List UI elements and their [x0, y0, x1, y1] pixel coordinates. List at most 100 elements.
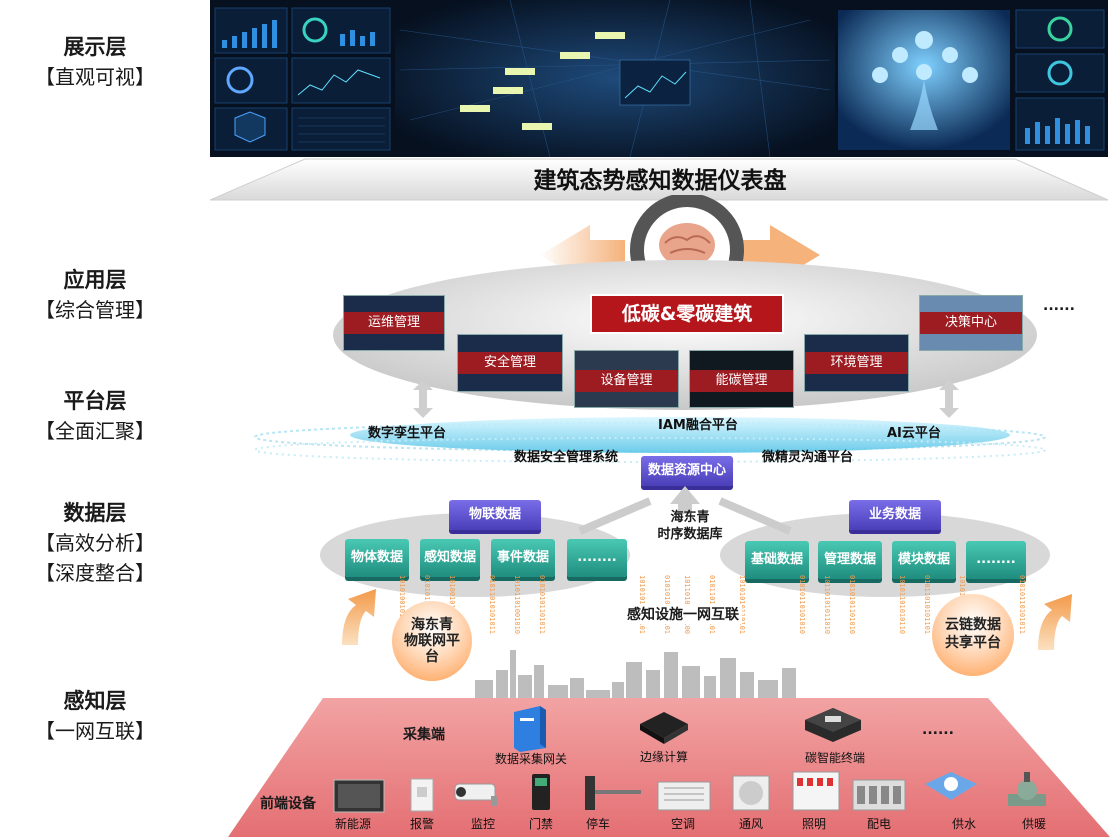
iot-platform-line1: 海东青: [411, 617, 453, 633]
front-label-7: 照明: [801, 817, 826, 831]
front-label-0: 新能源: [334, 817, 371, 831]
carbon-terminal-label: 碳智能终端: [804, 751, 865, 765]
svg-text:01010110101011: 01010110101011: [1018, 575, 1026, 634]
data-module: 模块数据: [892, 541, 956, 579]
business-data-group: 业务数据: [849, 500, 941, 530]
data-more-left: ........: [567, 539, 627, 577]
layer-desc: 【直观可视】: [35, 65, 155, 89]
layer-desc: 【综合管理】: [35, 298, 155, 322]
data-management: 管理数据: [818, 541, 882, 579]
data-event: 事件数据: [491, 539, 555, 577]
svg-text:01011010101101: 01011010101101: [923, 575, 931, 634]
svg-text:10101001010101: 10101001010101: [398, 575, 406, 634]
layer-name: 数据层: [63, 501, 127, 525]
svg-text:10101010110101: 10101010110101: [738, 575, 746, 634]
data-basic: 基础数据: [745, 541, 809, 579]
layer-name: 应用层: [63, 268, 127, 292]
air-conditioner-icon: [657, 781, 711, 811]
iot-platform-line3: 台: [425, 649, 439, 665]
platform-digital-twin: 数字孪生平台: [368, 426, 447, 441]
front-label-10: 供暖: [1021, 817, 1046, 831]
front-label-9: 供水: [951, 817, 976, 831]
module-energy-carbon[interactable]: 能碳管理: [689, 350, 794, 408]
svg-text:10101101001010: 10101101001010: [513, 575, 521, 634]
module-security[interactable]: 安全管理: [457, 334, 563, 392]
module-ops[interactable]: 运维管理: [343, 295, 445, 351]
front-label-3: 门禁: [528, 817, 553, 831]
module-equipment[interactable]: 设备管理: [574, 350, 679, 408]
dashboard-title: 建筑态势感知数据仪表盘: [533, 168, 787, 194]
layer-application-title: 应用层 【综合管理】: [0, 265, 190, 325]
cloud-chain-line1: 云链数据: [945, 617, 1001, 633]
cloud-chain-sphere: 云链数据 共享平台: [932, 594, 1014, 676]
up-arrow-right: [1038, 594, 1072, 650]
data-resource-center: 数据资源中心: [641, 456, 733, 486]
double-arrow-right: [939, 380, 959, 418]
camera-icon: [454, 783, 497, 806]
layer-display-title: 展示层 【直观可视】: [0, 32, 190, 92]
city-skyline: [475, 650, 796, 702]
dashboard-label-bar: [210, 158, 1109, 201]
svg-text:01010110101010: 01010110101010: [798, 575, 806, 634]
platform-iam: IAM融合平台: [658, 418, 738, 433]
module-label: 决策中心: [920, 312, 1022, 334]
data-sensing: 感知数据: [420, 539, 480, 577]
gateway-label: 数据采集网关: [494, 752, 567, 766]
module-label: 安全管理: [458, 352, 562, 374]
layer-name: 平台层: [63, 389, 127, 413]
db-arrows: [578, 486, 792, 535]
front-label-2: 监控: [470, 817, 495, 831]
cloud-chain-line2: 共享平台: [945, 635, 1001, 651]
layer-desc-2: 【深度整合】: [35, 561, 155, 585]
front-label-1: 报警: [409, 817, 434, 831]
dashboard-graphic: [214, 0, 1105, 158]
parking-barrier-icon: [585, 776, 641, 810]
more-modules: ......: [1043, 298, 1075, 314]
module-environment[interactable]: 环境管理: [804, 334, 909, 392]
collect-more: ......: [922, 722, 954, 738]
iot-platform-sphere: 海东青 物联网平 台: [392, 601, 472, 681]
layer-desc: 【全面汇聚】: [35, 419, 155, 443]
collect-label: 采集端: [403, 727, 445, 743]
ventilation-icon: [732, 775, 770, 811]
power-distribution-icon: [852, 779, 906, 811]
front-label: 前端设备: [260, 796, 316, 812]
module-label: 环境管理: [805, 352, 908, 374]
module-decision[interactable]: 决策中心: [919, 295, 1023, 351]
svg-text:01010101101011: 01010101101011: [538, 575, 546, 634]
module-label: 设备管理: [575, 370, 678, 392]
dashboard-screenshot: [210, 0, 1108, 158]
module-label: 能碳管理: [690, 370, 793, 392]
platform-comm: 微精灵沟通平台: [762, 450, 854, 465]
center-label: 低碳&零碳建筑: [590, 294, 784, 334]
data-more-right: ........: [966, 541, 1026, 579]
layer-name: 感知层: [63, 689, 127, 713]
layer-desc: 【一网互联】: [35, 719, 155, 743]
platform-ai-cloud: AI云平台: [887, 426, 941, 441]
brain-ring: [630, 195, 744, 295]
lighting-panel-icon: [792, 771, 840, 811]
svg-text:10100101011010: 10100101011010: [448, 575, 456, 634]
edge-compute-icon: [640, 712, 688, 744]
timeseries-db: 海东青 时序数据库: [645, 509, 735, 543]
platform-data-security: 数据安全管理系统: [514, 450, 619, 465]
svg-text:01011010101011: 01011010101011: [488, 575, 496, 634]
data-object: 物体数据: [345, 539, 409, 577]
front-label-5: 空调: [670, 817, 695, 831]
heating-valve-icon: [1008, 772, 1046, 806]
svg-text:10101101010110: 10101101010110: [898, 575, 906, 634]
layer-data-title: 数据层 【高效分析】 【深度整合】: [0, 498, 190, 588]
solar-panel-icon: [333, 779, 385, 813]
interconnect-label: 感知设施一网互联: [624, 604, 742, 624]
layer-perception-title: 感知层 【一网互联】: [0, 686, 190, 746]
front-label-8: 配电: [866, 817, 891, 831]
iot-data-group: 物联数据: [449, 500, 541, 530]
up-arrow-left: [342, 589, 376, 645]
timeseries-db-line2: 时序数据库: [657, 527, 723, 542]
edge-compute-label: 边缘计算: [639, 750, 688, 764]
svg-text:01010101101010: 01010101101010: [848, 575, 856, 634]
layer-desc: 【高效分析】: [35, 531, 155, 555]
front-label-4: 停车: [585, 817, 610, 831]
double-arrow-left: [413, 380, 433, 418]
access-control-icon: [532, 774, 550, 810]
